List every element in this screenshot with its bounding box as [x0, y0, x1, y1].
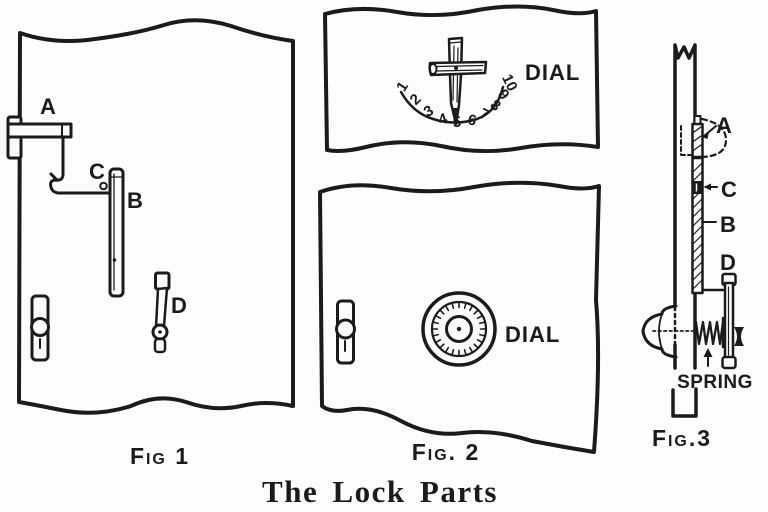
fig1-door-panel	[17, 18, 295, 415]
fig3-b-bar	[691, 156, 704, 295]
fig3-part-b	[691, 156, 717, 295]
fig1-part-a-bolt	[6, 115, 112, 195]
fig1-d-bar	[154, 286, 169, 329]
dial-outer-ring	[421, 291, 497, 367]
fig1-latch-knob	[30, 317, 50, 337]
fig1-part-c-pivot	[99, 181, 108, 191]
fig1-latch-left	[30, 294, 50, 362]
scale-number: 4	[436, 110, 450, 129]
fig1-d-pivot-dot	[158, 330, 162, 334]
fig3-label-c: C	[721, 177, 737, 202]
fig2-latch-knob	[335, 318, 356, 340]
fig1-wire-hook	[49, 135, 112, 195]
fig3-label-a: A	[716, 113, 732, 138]
fig2-bottom-panel	[318, 180, 601, 454]
fig1-label-c: C	[89, 159, 105, 184]
fig1-caption: Fig 1	[130, 443, 190, 469]
fig3-a-arrowhead	[702, 131, 709, 139]
fig3-spindle-nut	[734, 327, 744, 346]
fig2-top-group: 1 2 3 4 5 6 7 8 9 10 DIAL	[323, 4, 600, 154]
fig3-group: A C B D SPRING Fig.3	[641, 43, 753, 451]
fig1-b-dot	[112, 258, 117, 262]
pointer-tip	[452, 108, 459, 124]
fig1-part-d-catch	[151, 271, 171, 354]
fig2-cross-pointer	[428, 36, 488, 126]
page-title: The Lock Parts	[262, 474, 498, 509]
fig3-a-dashed-arc	[700, 117, 728, 159]
fig1-label-d: D	[171, 293, 187, 318]
fig2-caption: Fig. 2	[412, 439, 481, 465]
fig3-a-hatch	[693, 126, 702, 151]
fig1-group: A C B D Fig 1	[6, 18, 295, 469]
fig2-bottom-group: DIAL Fig. 2	[318, 180, 601, 465]
fig3-label-d: D	[720, 250, 736, 275]
fig1-bolt-bar	[6, 122, 73, 139]
fig3-spring-arrowhead	[703, 348, 713, 357]
dial-knob	[445, 315, 473, 343]
fig3-spring-coil	[694, 320, 725, 346]
fig2-top-dial-label: DIAL	[525, 60, 580, 85]
fig3-knob-tip	[641, 326, 645, 337]
dial-center-dot	[456, 326, 462, 332]
fig3-b-hatch	[692, 162, 703, 290]
fig2-bottom-dial-label: DIAL	[505, 322, 560, 347]
fig3-spring	[694, 316, 744, 367]
fig3-door-knob	[641, 304, 694, 359]
fig2-latch	[335, 299, 356, 365]
fig1-b-outline	[108, 167, 125, 298]
pointer-pivot-dot	[454, 66, 458, 70]
fig1-d-foot	[153, 337, 167, 354]
scale-number: 1	[393, 79, 412, 95]
scale-number: 6	[466, 111, 477, 129]
fig2-top-panel	[323, 4, 600, 154]
fig3-c-arrowhead	[703, 183, 711, 191]
fig3-part-d	[701, 272, 737, 370]
fig1-label-b: B	[127, 188, 143, 213]
fig3-caption: Fig.3	[652, 425, 712, 451]
scale-number: 10	[498, 72, 521, 94]
fig3-label-b: B	[720, 212, 736, 237]
fig1-d-cap	[154, 271, 171, 291]
fig1-hook-barb	[49, 172, 59, 182]
fig3-spring-label: SPRING	[677, 372, 753, 393]
fig2-dial	[421, 291, 497, 367]
dial-tick-marks	[431, 301, 487, 357]
fig1-part-b-bar	[108, 167, 125, 298]
fig3-d-foot	[721, 355, 737, 370]
fig1-label-a: A	[40, 94, 56, 119]
pointer-bolt-head	[428, 63, 438, 75]
fig1-b-grain	[109, 173, 124, 291]
fig3-c-block	[693, 181, 703, 194]
fig3-part-c	[693, 181, 718, 194]
cross-arm-grain	[436, 64, 484, 72]
